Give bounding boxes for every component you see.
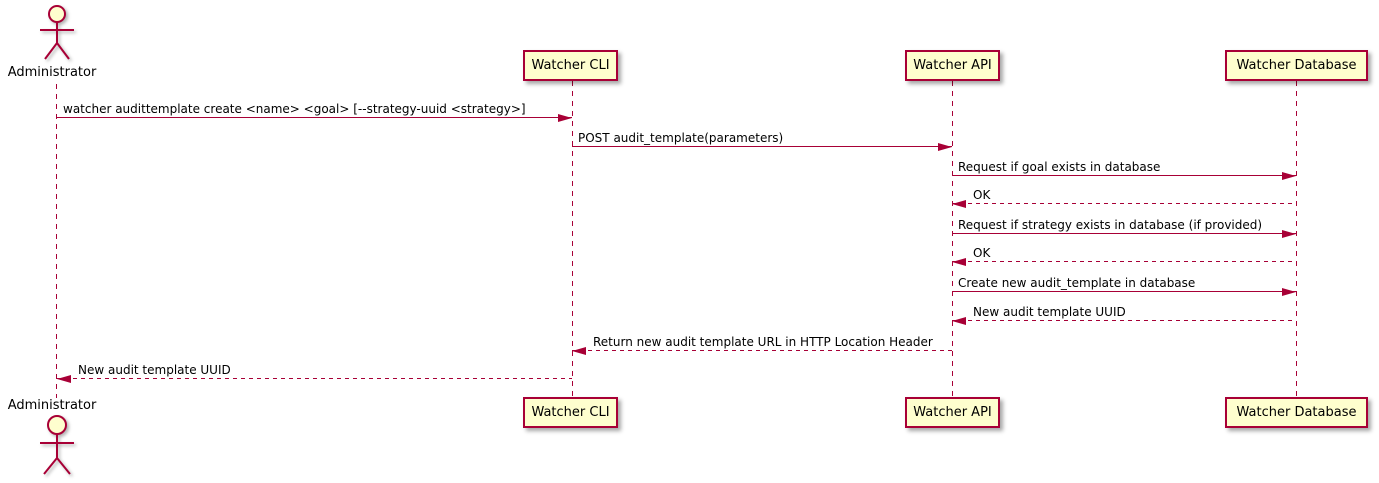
lifeline-administrator <box>56 84 57 398</box>
arrowhead-left-icon <box>572 347 586 355</box>
participant-watcher-cli-bottom: Watcher CLI <box>523 397 618 428</box>
message-create-audit-template-db: Create new audit_template in database <box>952 276 1296 296</box>
message-post-audit-template: POST audit_template(parameters) <box>572 131 952 151</box>
message-ok-strategy: OK <box>952 246 1296 266</box>
arrowhead-right-icon <box>1282 172 1296 180</box>
actor-icon <box>40 5 74 60</box>
arrowhead-right-icon <box>938 143 952 151</box>
participant-watcher-cli-top: Watcher CLI <box>523 50 618 81</box>
participant-watcher-database-top: Watcher Database <box>1225 50 1368 81</box>
lifeline-watcher-database <box>1296 81 1297 397</box>
message-line <box>952 175 1296 176</box>
message-request-strategy-exists: Request if strategy exists in database (… <box>952 218 1296 238</box>
arrowhead-left-icon <box>952 258 966 266</box>
arrowhead-left-icon <box>57 375 71 383</box>
arrowhead-right-icon <box>1282 230 1296 238</box>
actor-icon <box>40 415 74 475</box>
participant-watcher-database-bottom: Watcher Database <box>1225 397 1368 428</box>
arrowhead-left-icon <box>952 200 966 208</box>
arrowhead-left-icon <box>952 317 966 325</box>
message-create-audittemplate: watcher audittemplate create <name> <goa… <box>57 102 572 122</box>
message-label: OK <box>973 246 991 260</box>
message-new-audit-template-uuid-db: New audit template UUID <box>952 305 1296 325</box>
lifeline-watcher-api <box>952 81 953 397</box>
message-line <box>57 117 572 118</box>
message-label: New audit template UUID <box>973 305 1126 319</box>
message-line <box>572 146 952 147</box>
message-new-audit-template-uuid-admin: New audit template UUID <box>57 363 572 383</box>
message-request-goal-exists: Request if goal exists in database <box>952 160 1296 180</box>
arrowhead-right-icon <box>1282 288 1296 296</box>
message-line <box>952 203 1296 204</box>
message-line <box>57 378 572 379</box>
lifeline-watcher-cli <box>572 81 573 397</box>
message-line <box>952 320 1296 321</box>
message-label: Request if strategy exists in database (… <box>958 218 1263 232</box>
message-return-url-location-header: Return new audit template URL in HTTP Lo… <box>572 335 952 355</box>
participant-watcher-api-top: Watcher API <box>905 50 1000 81</box>
message-label: Request if goal exists in database <box>958 160 1161 174</box>
participant-watcher-api-bottom: Watcher API <box>905 397 1000 428</box>
actor-label: Administrator <box>7 398 97 413</box>
actor-label: Administrator <box>7 65 97 80</box>
message-line <box>572 350 952 351</box>
arrowhead-right-icon <box>558 114 572 122</box>
message-label: watcher audittemplate create <name> <goa… <box>63 102 526 116</box>
message-label: Create new audit_template in database <box>958 276 1196 290</box>
message-label: POST audit_template(parameters) <box>578 131 784 145</box>
message-ok-goal: OK <box>952 188 1296 208</box>
message-label: Return new audit template URL in HTTP Lo… <box>593 335 933 349</box>
message-label: New audit template UUID <box>78 363 231 377</box>
message-line <box>952 261 1296 262</box>
message-line <box>952 233 1296 234</box>
message-label: OK <box>973 188 991 202</box>
message-line <box>952 291 1296 292</box>
